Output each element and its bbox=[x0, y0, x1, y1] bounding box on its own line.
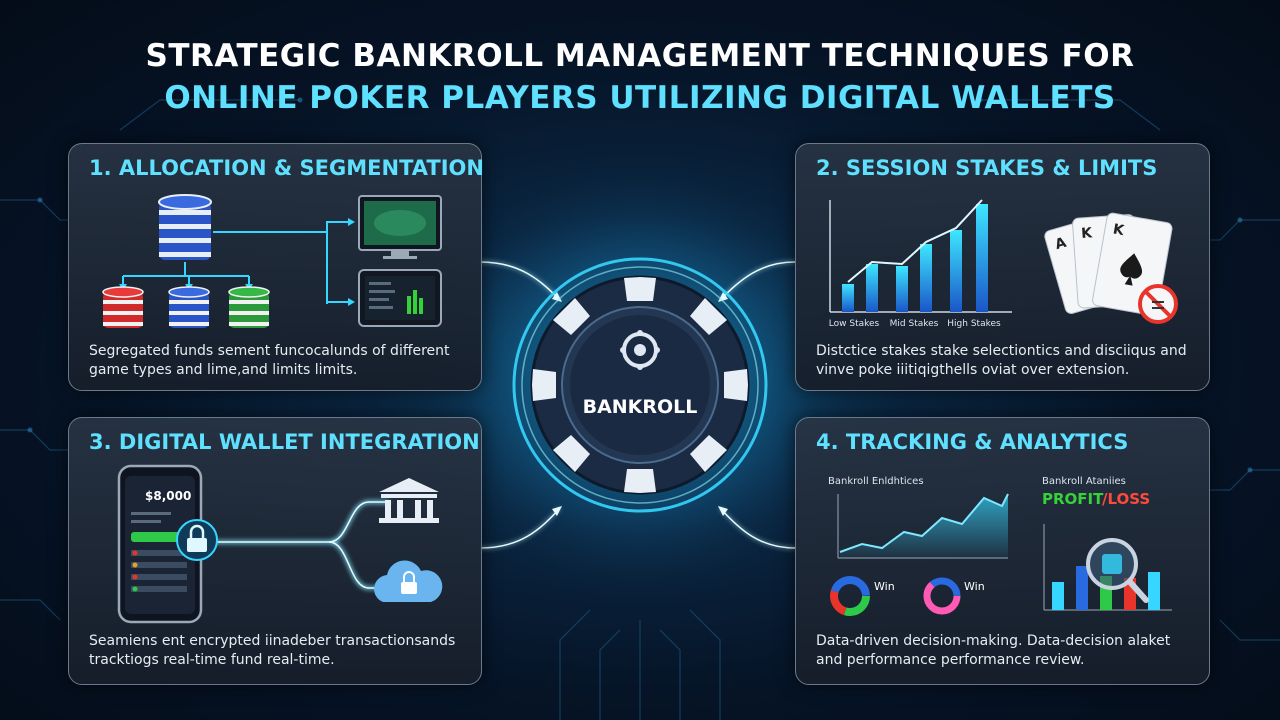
stakes-label-mid: Mid Stakes bbox=[890, 319, 939, 329]
loss-label: /LOSS bbox=[1102, 490, 1150, 508]
bankroll-chip: BANKROLL bbox=[512, 257, 768, 513]
ring-chart-icon bbox=[923, 577, 961, 615]
chip-stack-icon bbox=[158, 194, 212, 260]
blue-chip-stack-icon bbox=[168, 286, 210, 328]
bar-chart-label: Bankroll Ataniies bbox=[1042, 476, 1126, 487]
panel-digital-wallet: 3. DIGITAL WALLET INTEGRATION $8,000 bbox=[68, 417, 482, 685]
analytics-illustration: Bankroll Enldhtices Win Win Bankroll Ata… bbox=[828, 476, 1172, 616]
stakes-label-low: Low Stakes bbox=[829, 319, 880, 329]
svg-text:K: K bbox=[1112, 221, 1127, 239]
playing-cards-icon: A K K bbox=[1044, 212, 1178, 324]
wallet-illustration: $8,000 bbox=[117, 464, 443, 624]
svg-text:K: K bbox=[1081, 225, 1094, 242]
panel-description: Seamiens ent encrypted iinadeber transac… bbox=[89, 633, 456, 668]
green-chip-stack-icon bbox=[228, 286, 270, 328]
page-title-line-1: STRATEGIC BANKROLL MANAGEMENT TECHNIQUES… bbox=[145, 38, 1135, 74]
win-label-2: Win bbox=[964, 580, 985, 593]
center-label: BANKROLL bbox=[583, 396, 698, 418]
allocation-illustration bbox=[102, 194, 442, 328]
panel-session-stakes: 2. SESSION STAKES & LIMITS Low Stakes Mi… bbox=[795, 143, 1210, 391]
page-title-line-2: ONLINE POKER PLAYERS UTILIZING DIGITAL W… bbox=[164, 80, 1116, 116]
panel-description: Distctice stakes stake selectiontics and… bbox=[816, 343, 1187, 378]
panel-title: 2. SESSION STAKES & LIMITS bbox=[816, 156, 1158, 180]
wallet-balance: $8,000 bbox=[145, 489, 191, 503]
panel-title: 3. DIGITAL WALLET INTEGRATION bbox=[89, 430, 480, 454]
bank-icon bbox=[379, 478, 439, 523]
panel-description: Segregated funds sement funcocalunds of … bbox=[89, 343, 450, 378]
donut-chart-icon bbox=[830, 576, 870, 616]
monitor-icon bbox=[358, 195, 442, 259]
cloud-lock-icon bbox=[374, 560, 443, 602]
panel-title: 4. TRACKING & ANALYTICS bbox=[816, 430, 1129, 454]
panel-allocation: 1. ALLOCATION & SEGMENTATION bbox=[68, 143, 484, 391]
padlock-icon bbox=[176, 519, 218, 561]
panel-description: Data-driven decision-making. Data-decisi… bbox=[816, 633, 1171, 668]
no-sign-icon bbox=[1138, 284, 1178, 324]
red-chip-stack-icon bbox=[102, 286, 144, 328]
stakes-label-high: High Stakes bbox=[947, 319, 1001, 329]
smartphone-icon: $8,000 bbox=[117, 464, 203, 624]
profit-label: PROFIT bbox=[1042, 490, 1104, 508]
magnifier-icon bbox=[1086, 538, 1149, 603]
stakes-bar-illustration: Low Stakes Mid Stakes High Stakes bbox=[829, 199, 1012, 329]
win-label-1: Win bbox=[874, 580, 895, 593]
panel-tracking: 4. TRACKING & ANALYTICS Bankroll Enldhti… bbox=[795, 417, 1210, 685]
tablet-icon bbox=[358, 269, 442, 327]
svg-text:A: A bbox=[1053, 235, 1068, 253]
panel-title: 1. ALLOCATION & SEGMENTATION bbox=[89, 156, 484, 180]
line-chart-label: Bankroll Enldhtices bbox=[828, 476, 924, 487]
